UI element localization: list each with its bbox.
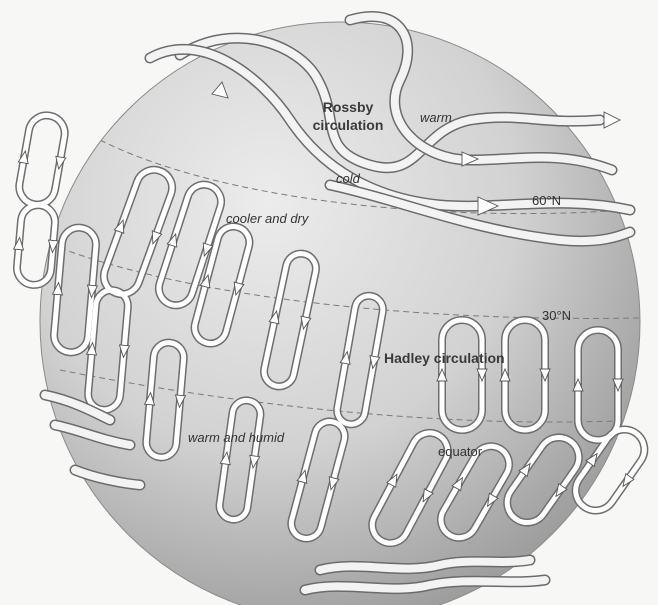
equator-label: equator [438, 444, 483, 459]
cooler-dry-label: cooler and dry [226, 211, 310, 226]
warm-label: warm [420, 110, 452, 125]
warm-humid-label: warm and humid [188, 430, 285, 445]
rossby-label-line1: Rossby [323, 99, 374, 115]
hadley-label: Hadley circulation [384, 350, 505, 366]
latitude-30n-label: 30°N [542, 308, 571, 323]
cold-label: cold [336, 171, 361, 186]
rossby-arrow-1 [604, 112, 620, 128]
rossby-label-line2: circulation [313, 117, 384, 133]
latitude-60n-label: 60°N [532, 193, 561, 208]
